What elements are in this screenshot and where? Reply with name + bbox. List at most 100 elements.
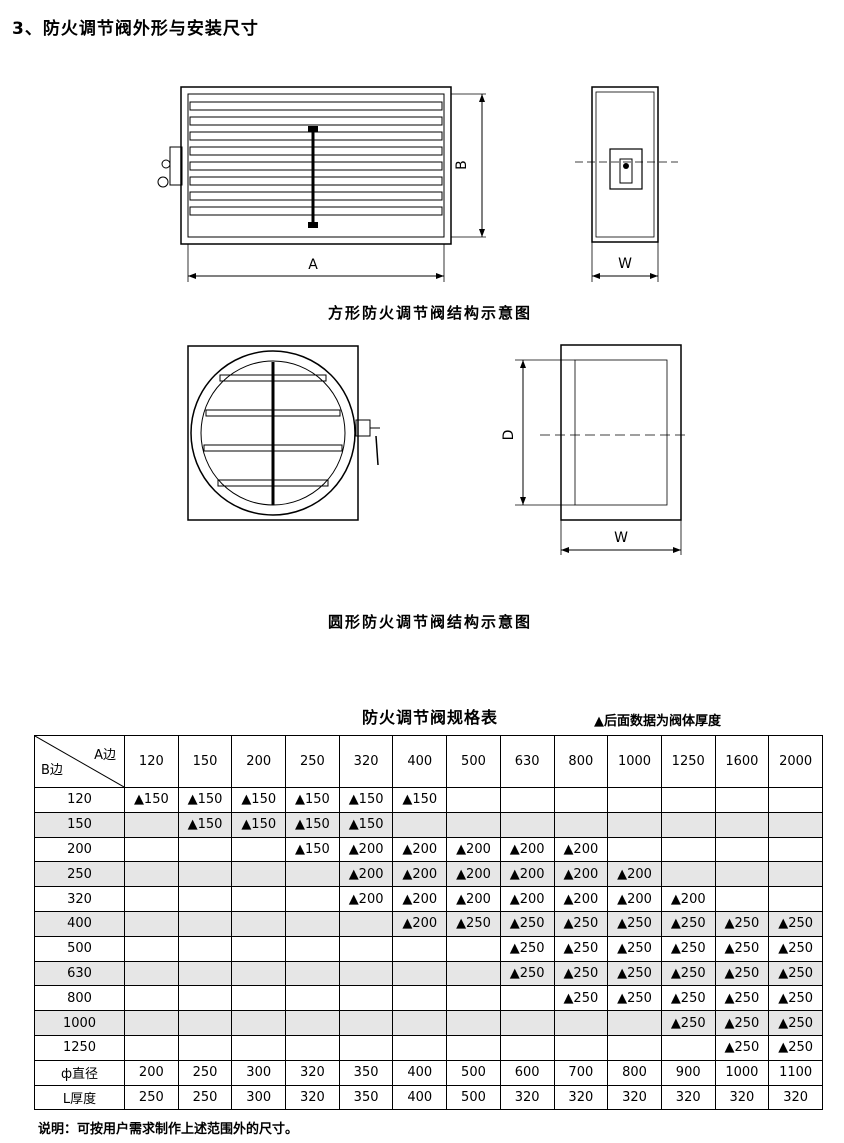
table-cell: ▲200	[446, 886, 501, 912]
dimension-w-round-label: W	[614, 530, 628, 546]
table-cell	[607, 1010, 662, 1036]
table-cell	[231, 886, 287, 912]
table-cell: ▲200	[392, 861, 448, 888]
table-cell: ▲150	[392, 787, 448, 813]
column-header: 320	[338, 735, 394, 788]
column-header: 1600	[714, 735, 770, 788]
table-cell	[446, 935, 501, 962]
table-cell	[231, 861, 287, 888]
table-cell: ▲200	[338, 861, 394, 888]
column-header: 2000	[768, 735, 823, 788]
table-cell: ▲250	[768, 985, 823, 1012]
table-cell: ▲150	[177, 811, 233, 838]
table-cell: 320	[607, 1084, 662, 1111]
table-cell: 500	[446, 1084, 501, 1111]
table-cell: ▲150	[285, 836, 340, 863]
table-cell	[446, 1034, 501, 1061]
square-damper-caption: 方形防火调节阀结构示意图	[327, 304, 532, 322]
table-cell	[499, 787, 555, 813]
table-cell: 320	[660, 1084, 716, 1111]
row-label: 630	[34, 960, 125, 987]
dimension-a-label: A	[308, 257, 318, 273]
table-cell: 320	[714, 1084, 770, 1111]
table-cell	[768, 861, 823, 888]
table-cell	[446, 787, 501, 813]
footnote: 说明：可按用户需求制作上述范围外的尺寸。	[38, 1122, 299, 1137]
table-cell	[231, 1010, 287, 1036]
table-cell: ▲200	[392, 836, 448, 863]
table-row: 1000▲250▲250▲250	[34, 1010, 823, 1036]
table-cell	[231, 836, 287, 863]
column-header: 150	[177, 735, 233, 788]
table-cell: ▲200	[392, 910, 448, 937]
table-cell	[553, 787, 609, 813]
table-cell	[392, 1034, 448, 1061]
table-cell	[392, 1010, 448, 1036]
table-cell: ▲250	[714, 1010, 770, 1036]
table-cell: ▲250	[607, 935, 662, 962]
table-cell: ▲200	[446, 836, 501, 863]
table-cell: ▲200	[553, 836, 609, 863]
table-cell	[446, 811, 501, 838]
table-cell: ▲250	[714, 935, 770, 962]
table-cell	[446, 1010, 501, 1036]
table-cell: ▲200	[499, 886, 555, 912]
table-cell: ▲250	[714, 960, 770, 987]
column-header: 800	[553, 735, 609, 788]
row-label: L厚度	[34, 1084, 125, 1111]
table-cell: ▲150	[285, 787, 340, 813]
table-cell	[177, 910, 233, 937]
table-cell	[285, 910, 340, 937]
table-cell	[285, 886, 340, 912]
row-label: 200	[34, 836, 125, 863]
table-cell: ▲200	[499, 861, 555, 888]
table-cell	[124, 861, 179, 888]
table-cell: ▲250	[499, 910, 555, 937]
table-cell: 1000	[714, 1059, 770, 1086]
table-cell: ▲250	[714, 1034, 770, 1061]
table-cell	[714, 811, 770, 838]
row-label: 150	[34, 811, 125, 838]
table-cell: ▲250	[768, 960, 823, 987]
table-cell	[338, 1010, 394, 1036]
column-header: 200	[231, 735, 287, 788]
table-cell: 320	[499, 1084, 555, 1111]
column-header: 630	[499, 735, 555, 788]
table-row: 1250▲250▲250	[34, 1034, 823, 1061]
table-cell	[285, 985, 340, 1012]
table-cell: ▲250	[768, 910, 823, 937]
table-cell: 250	[124, 1084, 179, 1111]
table-cell: ▲250	[714, 910, 770, 937]
table-cell	[124, 886, 179, 912]
table-cell	[231, 910, 287, 937]
table-cell: 300	[231, 1084, 287, 1111]
column-header: 250	[285, 735, 340, 788]
table-cell: 350	[338, 1084, 394, 1111]
table-cell	[177, 935, 233, 962]
table-cell: 500	[446, 1059, 501, 1086]
table-cell	[714, 886, 770, 912]
table-cell	[660, 1034, 716, 1061]
table-cell: ▲200	[392, 886, 448, 912]
row-label: 250	[34, 861, 125, 888]
table-cell	[177, 985, 233, 1012]
table-cell: ▲150	[338, 811, 394, 838]
table-cell: ▲200	[338, 836, 394, 863]
table-cell	[553, 1010, 609, 1036]
table-cell	[660, 787, 716, 813]
dimension-d-label: D	[501, 430, 517, 441]
square-damper-front-view: A B	[157, 86, 486, 282]
table-cell	[124, 1010, 179, 1036]
table-cell	[338, 1034, 394, 1061]
table-cell	[231, 1034, 287, 1061]
table-cell: 800	[607, 1059, 662, 1086]
table-cell	[768, 811, 823, 838]
table-row: 150▲150▲150▲150▲150	[34, 811, 823, 838]
table-cell	[285, 861, 340, 888]
table-cell	[338, 910, 394, 937]
table-cell	[124, 836, 179, 863]
